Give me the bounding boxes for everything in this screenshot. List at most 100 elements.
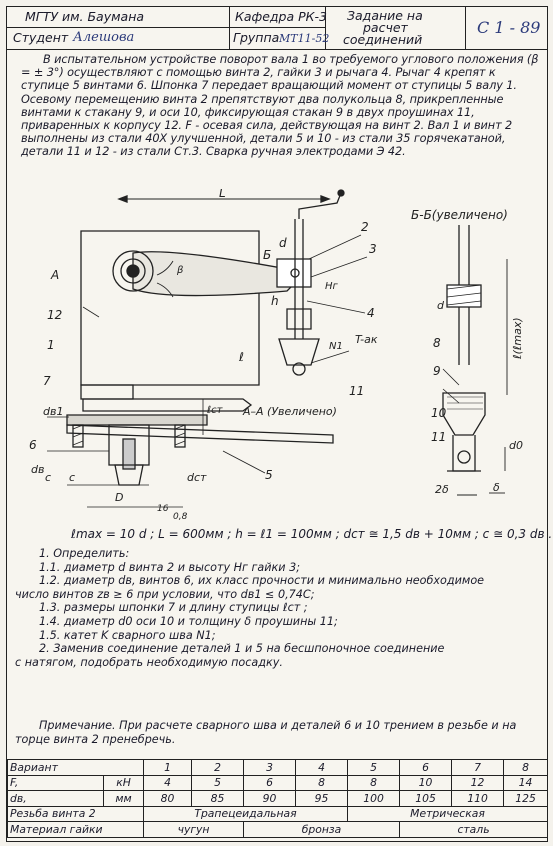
variant-col-3: 3: [243, 759, 297, 776]
dim-d-v: dв: [31, 463, 44, 476]
dim-0-8: 0,8: [173, 512, 188, 522]
variant-col-1: 1: [143, 759, 193, 776]
row-d-label: dв,: [7, 790, 104, 807]
nut-cast-iron: чугун: [143, 821, 245, 838]
dim-l-st: ℓст: [207, 405, 224, 416]
table-cell: 80: [143, 790, 193, 807]
dim-L: L: [219, 189, 226, 200]
question-item: 1.4. диаметр d0 оси 10 и толщину δ проуш…: [39, 614, 338, 628]
note-text: Примечание. При расчете сварного шва и д…: [15, 719, 517, 746]
given-formulae: ℓmax = 10 d ; L = 600мм ; h = ℓ1 = 100мм…: [71, 527, 553, 541]
sheet-code: С 1 - 89: [477, 18, 541, 37]
row-F-unit: кН: [102, 774, 145, 791]
row-F-label: F,: [7, 774, 104, 791]
nut-bronze: бронза: [243, 821, 401, 838]
dim-d-st: dст: [187, 471, 207, 484]
dim-d: d: [279, 236, 287, 250]
assignment-title-2: расчет: [363, 20, 408, 35]
variant-col-8: 8: [503, 759, 549, 776]
dim-16: 16: [157, 504, 169, 514]
assignment-title-1: Задание на: [347, 8, 423, 23]
table-row: F, кН 4 5 6 8 8 10 12 14: [7, 774, 549, 791]
variants-header: Вариант: [6, 759, 145, 776]
group-label: Группа: [233, 30, 280, 45]
table-cell: 100: [347, 790, 401, 807]
question-item: 1.1. диаметр d винта 2 и высоту Hг гайки…: [39, 560, 300, 574]
variant-col-5: 5: [347, 759, 401, 776]
part-4: 4: [367, 306, 375, 320]
table-cell: 12: [451, 774, 505, 791]
dim-D: D: [115, 491, 123, 504]
table-cell: 105: [399, 790, 453, 807]
table-row: dв, мм 80 85 90 95 100 105 110 125: [7, 790, 549, 807]
table-cell: 5: [191, 774, 245, 791]
task-description: В испытательном устройстве поворот вала …: [21, 53, 539, 159]
variant-col-6: 6: [399, 759, 453, 776]
table-cell: 95: [295, 790, 349, 807]
dim-d-v1: dв1: [43, 405, 63, 418]
dim-d0: d0: [509, 439, 523, 452]
variant-col-2: 2: [191, 759, 245, 776]
part-11-left: 11: [349, 384, 364, 398]
nut-material-label: Материал гайки: [6, 821, 145, 838]
row-d-unit: мм: [102, 790, 145, 807]
thread-metric: Метрическая: [347, 805, 549, 822]
dim-c-left: c: [45, 471, 51, 484]
dim-d-right: d: [437, 299, 445, 312]
part-2: 2: [361, 220, 369, 234]
thread-trapezoidal: Трапецеидальная: [143, 805, 349, 822]
questions-list: 1. Определить: 1.1. диаметр d винта 2 и …: [15, 547, 545, 669]
weld-N1: N1: [329, 341, 343, 352]
question-item: 2. Заменив соединение деталей 1 и 5 на б…: [39, 642, 445, 656]
dim-Hr: Hг: [325, 281, 339, 292]
question-item: 1.3. размеры шпонки 7 и длину ступицы ℓс…: [39, 601, 308, 615]
table-row: Вариант 1 2 3 4 5 6 7 8: [6, 759, 549, 776]
dim-h: h: [271, 294, 279, 308]
part-7: 7: [43, 374, 51, 388]
table-row: Материал гайки чугун бронза сталь: [6, 821, 549, 838]
table-cell: 125: [503, 790, 549, 807]
table-cell: 14: [503, 774, 549, 791]
table-row: Резьба винта 2 Трапецеидальная Метрическ…: [6, 805, 549, 822]
student-label: Студент: [13, 30, 69, 45]
variant-col-7: 7: [451, 759, 505, 776]
department-name: Кафедра РК-3: [235, 9, 327, 24]
part-3: 3: [369, 242, 377, 256]
student-name: Алешова: [73, 30, 135, 45]
question-item: число винтов zв ≥ 6 при условии, что dв1…: [15, 587, 315, 601]
dim-c-right: c: [69, 471, 75, 484]
label-A: A: [50, 268, 59, 282]
question-item: 1.2. диаметр dв, винтов 6, их класс проч…: [39, 574, 485, 588]
dim-2delta: 2δ: [435, 483, 449, 496]
assignment-title-3: соединений: [343, 32, 423, 47]
table-cell: 8: [347, 774, 401, 791]
table-cell: 8: [295, 774, 349, 791]
label-beta: β: [176, 265, 184, 276]
question-item: с натягом, подобрать необходимую посадку…: [15, 655, 283, 669]
part-11: 11: [431, 430, 446, 444]
dim-l: ℓ: [238, 350, 244, 364]
variant-col-4: 4: [295, 759, 349, 776]
question-item: 1.5. катет K сварного шва N1;: [39, 628, 216, 642]
university-name: МГТУ им. Баумана: [25, 9, 145, 24]
section-aa-label: А–А (Увеличено): [242, 405, 337, 418]
label-T-dk: T-ак: [355, 333, 378, 346]
table-cell: 90: [243, 790, 297, 807]
table-cell: 4: [143, 774, 193, 791]
part-12: 12: [47, 308, 62, 322]
question-item: 1. Определить:: [39, 547, 130, 560]
table-cell: 6: [243, 774, 297, 791]
part-9: 9: [433, 364, 441, 378]
part-6: 6: [29, 438, 37, 452]
title-block: МГТУ им. Баумана Студент Алешова Кафедра…: [7, 7, 547, 50]
label-B: Б: [263, 248, 271, 262]
dim-l-max: ℓ(ℓmax): [511, 317, 524, 360]
table-cell: 110: [451, 790, 505, 807]
part-8: 8: [433, 336, 441, 350]
nut-steel: сталь: [399, 821, 549, 838]
part-10: 10: [431, 406, 447, 420]
assignment-sheet: МГТУ им. Баумана Студент Алешова Кафедра…: [6, 6, 552, 842]
variants-table: Вариант 1 2 3 4 5 6 7 8 F, кН 4 5 6 8 8 …: [6, 759, 549, 841]
part-1: 1: [47, 338, 55, 352]
part-5: 5: [265, 468, 273, 482]
